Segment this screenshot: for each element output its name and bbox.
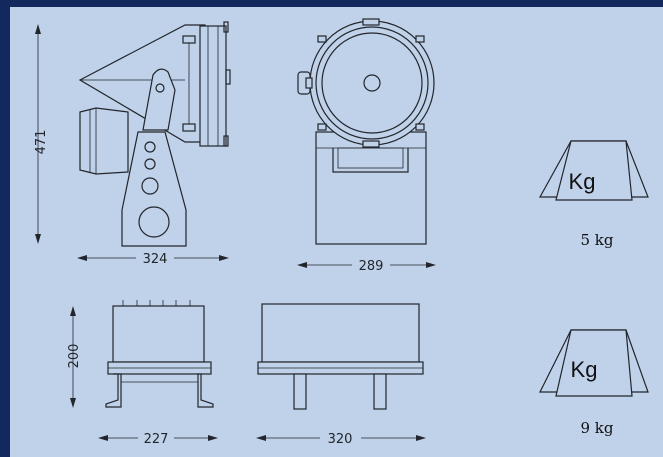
width-side-bottom-label: 227	[144, 432, 169, 447]
width-front-bottom-label: 320	[328, 432, 353, 447]
dimension-width-side-bottom	[98, 435, 218, 441]
height-bottom-label: 200	[67, 344, 82, 369]
weight-icon-ballast	[539, 329, 649, 397]
kg-symbol-ballast: Kg	[571, 357, 598, 382]
light-weight-label: 5 kg	[580, 231, 613, 249]
light-front-view	[297, 18, 435, 245]
dimension-width-side-top	[77, 255, 229, 261]
height-top-label: 471	[34, 130, 49, 155]
width-front-top-label: 289	[359, 259, 384, 274]
dimension-width-front-top	[297, 262, 436, 268]
kg-symbol-light: Kg	[569, 169, 596, 194]
light-side-view	[78, 21, 231, 247]
dimension-width-front-bottom	[256, 435, 426, 441]
weight-icon-light	[538, 140, 649, 201]
width-side-top-label: 324	[143, 252, 168, 267]
ballast-front-view	[257, 303, 424, 410]
dimension-height-top	[35, 24, 41, 244]
ballast-weight-label: 9 kg	[580, 419, 613, 437]
ballast-side-view	[105, 300, 214, 408]
dimension-height-bottom	[70, 306, 76, 408]
